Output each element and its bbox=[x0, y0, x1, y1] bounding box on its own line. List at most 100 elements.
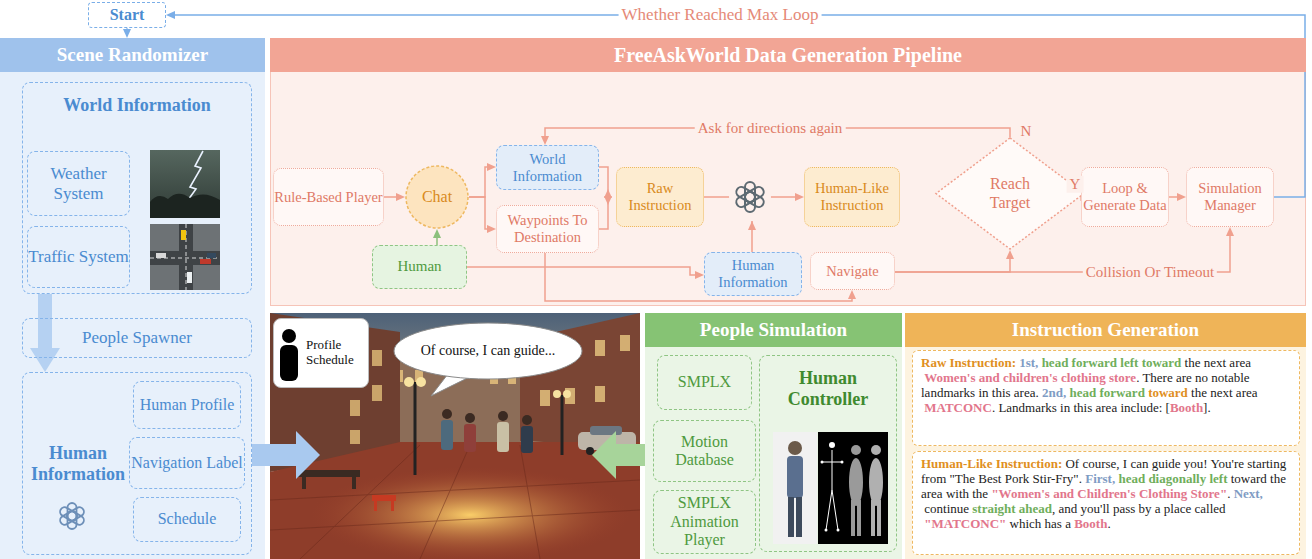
controller-figure bbox=[773, 432, 888, 544]
controller-figure bbox=[788, 441, 802, 455]
llm-logo bbox=[58, 510, 78, 527]
node-text: SMPLX Animation Player bbox=[654, 494, 755, 549]
controller-figure bbox=[851, 445, 861, 455]
decision-diamond: Reach Target bbox=[935, 137, 1085, 250]
component-box: Traffic System bbox=[27, 226, 130, 288]
bubble-outline bbox=[394, 323, 582, 379]
connector bbox=[436, 238, 438, 245]
controller-figure bbox=[832, 490, 838, 530]
person-icon bbox=[280, 345, 298, 381]
node-text: "MATCONC" bbox=[924, 516, 1006, 531]
flow-arrow bbox=[252, 431, 320, 479]
connector bbox=[469, 197, 487, 229]
connector bbox=[38, 294, 52, 348]
connector bbox=[599, 198, 608, 229]
node-text: Reach Target bbox=[975, 175, 1045, 212]
street-scene bbox=[590, 426, 622, 435]
controller-figure bbox=[869, 458, 883, 506]
group-box: Human InformationHuman ProfileNavigation… bbox=[22, 372, 252, 555]
street-scene bbox=[441, 420, 453, 450]
llm-logo bbox=[729, 176, 771, 218]
node-text: Profile Schedule bbox=[306, 338, 368, 368]
process-box: Human Information bbox=[704, 252, 802, 296]
component-box: Human Profile bbox=[133, 381, 241, 429]
controller-figure bbox=[788, 497, 794, 537]
node-text: Instruction Generation bbox=[905, 313, 1306, 347]
instruction-box: Raw Instruction:1st,head forward left to… bbox=[912, 350, 1300, 446]
node-text: Booth bbox=[1170, 400, 1203, 415]
panel-fill bbox=[645, 313, 902, 559]
llm-logo bbox=[68, 511, 77, 529]
connector bbox=[704, 196, 795, 198]
process-box: Waypoints To Destination bbox=[496, 205, 599, 253]
panel-fill bbox=[0, 38, 1306, 559]
street-scene bbox=[416, 377, 426, 387]
street-scene bbox=[442, 409, 452, 419]
connector-label: Whether Reached Max Loop bbox=[619, 6, 822, 25]
street-scene bbox=[270, 445, 640, 559]
controller-figure bbox=[825, 529, 828, 532]
node-text: Human Information bbox=[705, 257, 801, 290]
connector bbox=[545, 253, 852, 301]
node-text: People Simulation bbox=[645, 313, 902, 347]
street-scene bbox=[270, 510, 640, 530]
node-text: Start bbox=[110, 6, 145, 24]
traffic-photo bbox=[179, 224, 193, 290]
controller-figure bbox=[851, 500, 855, 536]
street-scene bbox=[372, 385, 382, 401]
node-text: head forward bbox=[1069, 385, 1144, 400]
component-box: Schedule bbox=[133, 497, 241, 542]
actor-box: Human bbox=[372, 245, 467, 289]
node-text: SMPLX bbox=[678, 373, 731, 391]
controller-figure bbox=[822, 462, 842, 463]
controller-figure bbox=[796, 497, 802, 537]
instruction-box: Human-Like Instruction:Of course, I can … bbox=[912, 451, 1300, 555]
street-scene bbox=[404, 377, 414, 387]
weather-photo bbox=[150, 150, 220, 218]
process-box: World Information bbox=[496, 145, 599, 190]
node-text: which has a bbox=[1010, 516, 1071, 531]
node-text: First, bbox=[1085, 471, 1115, 486]
llm-logo bbox=[68, 503, 77, 521]
street-scene bbox=[464, 424, 476, 452]
node-text: Human Controller bbox=[760, 368, 896, 409]
street-scene bbox=[620, 335, 630, 351]
person-icon bbox=[280, 329, 298, 381]
node-text: Motion Database bbox=[654, 433, 755, 470]
node-text: Raw Instruction: bbox=[921, 355, 1016, 370]
connector-label: Ask for directions again bbox=[695, 120, 846, 137]
connector bbox=[384, 196, 396, 198]
process-box: Human-Like Instruction bbox=[804, 167, 900, 227]
llm-logo bbox=[58, 503, 85, 529]
traffic-photo bbox=[187, 272, 192, 283]
node-text: MATCONC bbox=[924, 400, 992, 415]
node-text: . Landmarks in this area include: [ bbox=[992, 400, 1170, 415]
street-scene bbox=[302, 477, 306, 489]
connector bbox=[469, 167, 487, 197]
node-text: Human-Like Instruction bbox=[805, 180, 899, 213]
llm-logo bbox=[65, 510, 85, 527]
street-scene bbox=[420, 445, 470, 559]
component-box: Navigation Label bbox=[129, 437, 245, 489]
street-scene bbox=[372, 350, 382, 366]
street-scene bbox=[270, 313, 640, 559]
connector bbox=[599, 167, 608, 196]
node-text: Human bbox=[397, 258, 441, 275]
controller-figure bbox=[877, 500, 881, 536]
node-text: the next area bbox=[1185, 355, 1251, 370]
panel: People SimulationSMPLX Motion DatabaseSMP… bbox=[645, 313, 902, 559]
traffic-photo bbox=[150, 224, 220, 290]
controller-figure bbox=[832, 450, 833, 490]
component-box: Weather System bbox=[27, 151, 130, 216]
node-text: Rule-Based Player bbox=[274, 189, 382, 206]
node-text: the next area bbox=[1191, 385, 1257, 400]
traffic-photo bbox=[207, 253, 216, 258]
controller-figure bbox=[773, 432, 817, 544]
llm-logo bbox=[58, 503, 85, 529]
node-text: , and you'll pass by a place called bbox=[1052, 501, 1225, 516]
street-scene bbox=[522, 415, 532, 425]
node-text: Next, bbox=[1234, 486, 1263, 501]
node-text: Schedule bbox=[158, 510, 217, 528]
node-text: . bbox=[1227, 486, 1230, 501]
